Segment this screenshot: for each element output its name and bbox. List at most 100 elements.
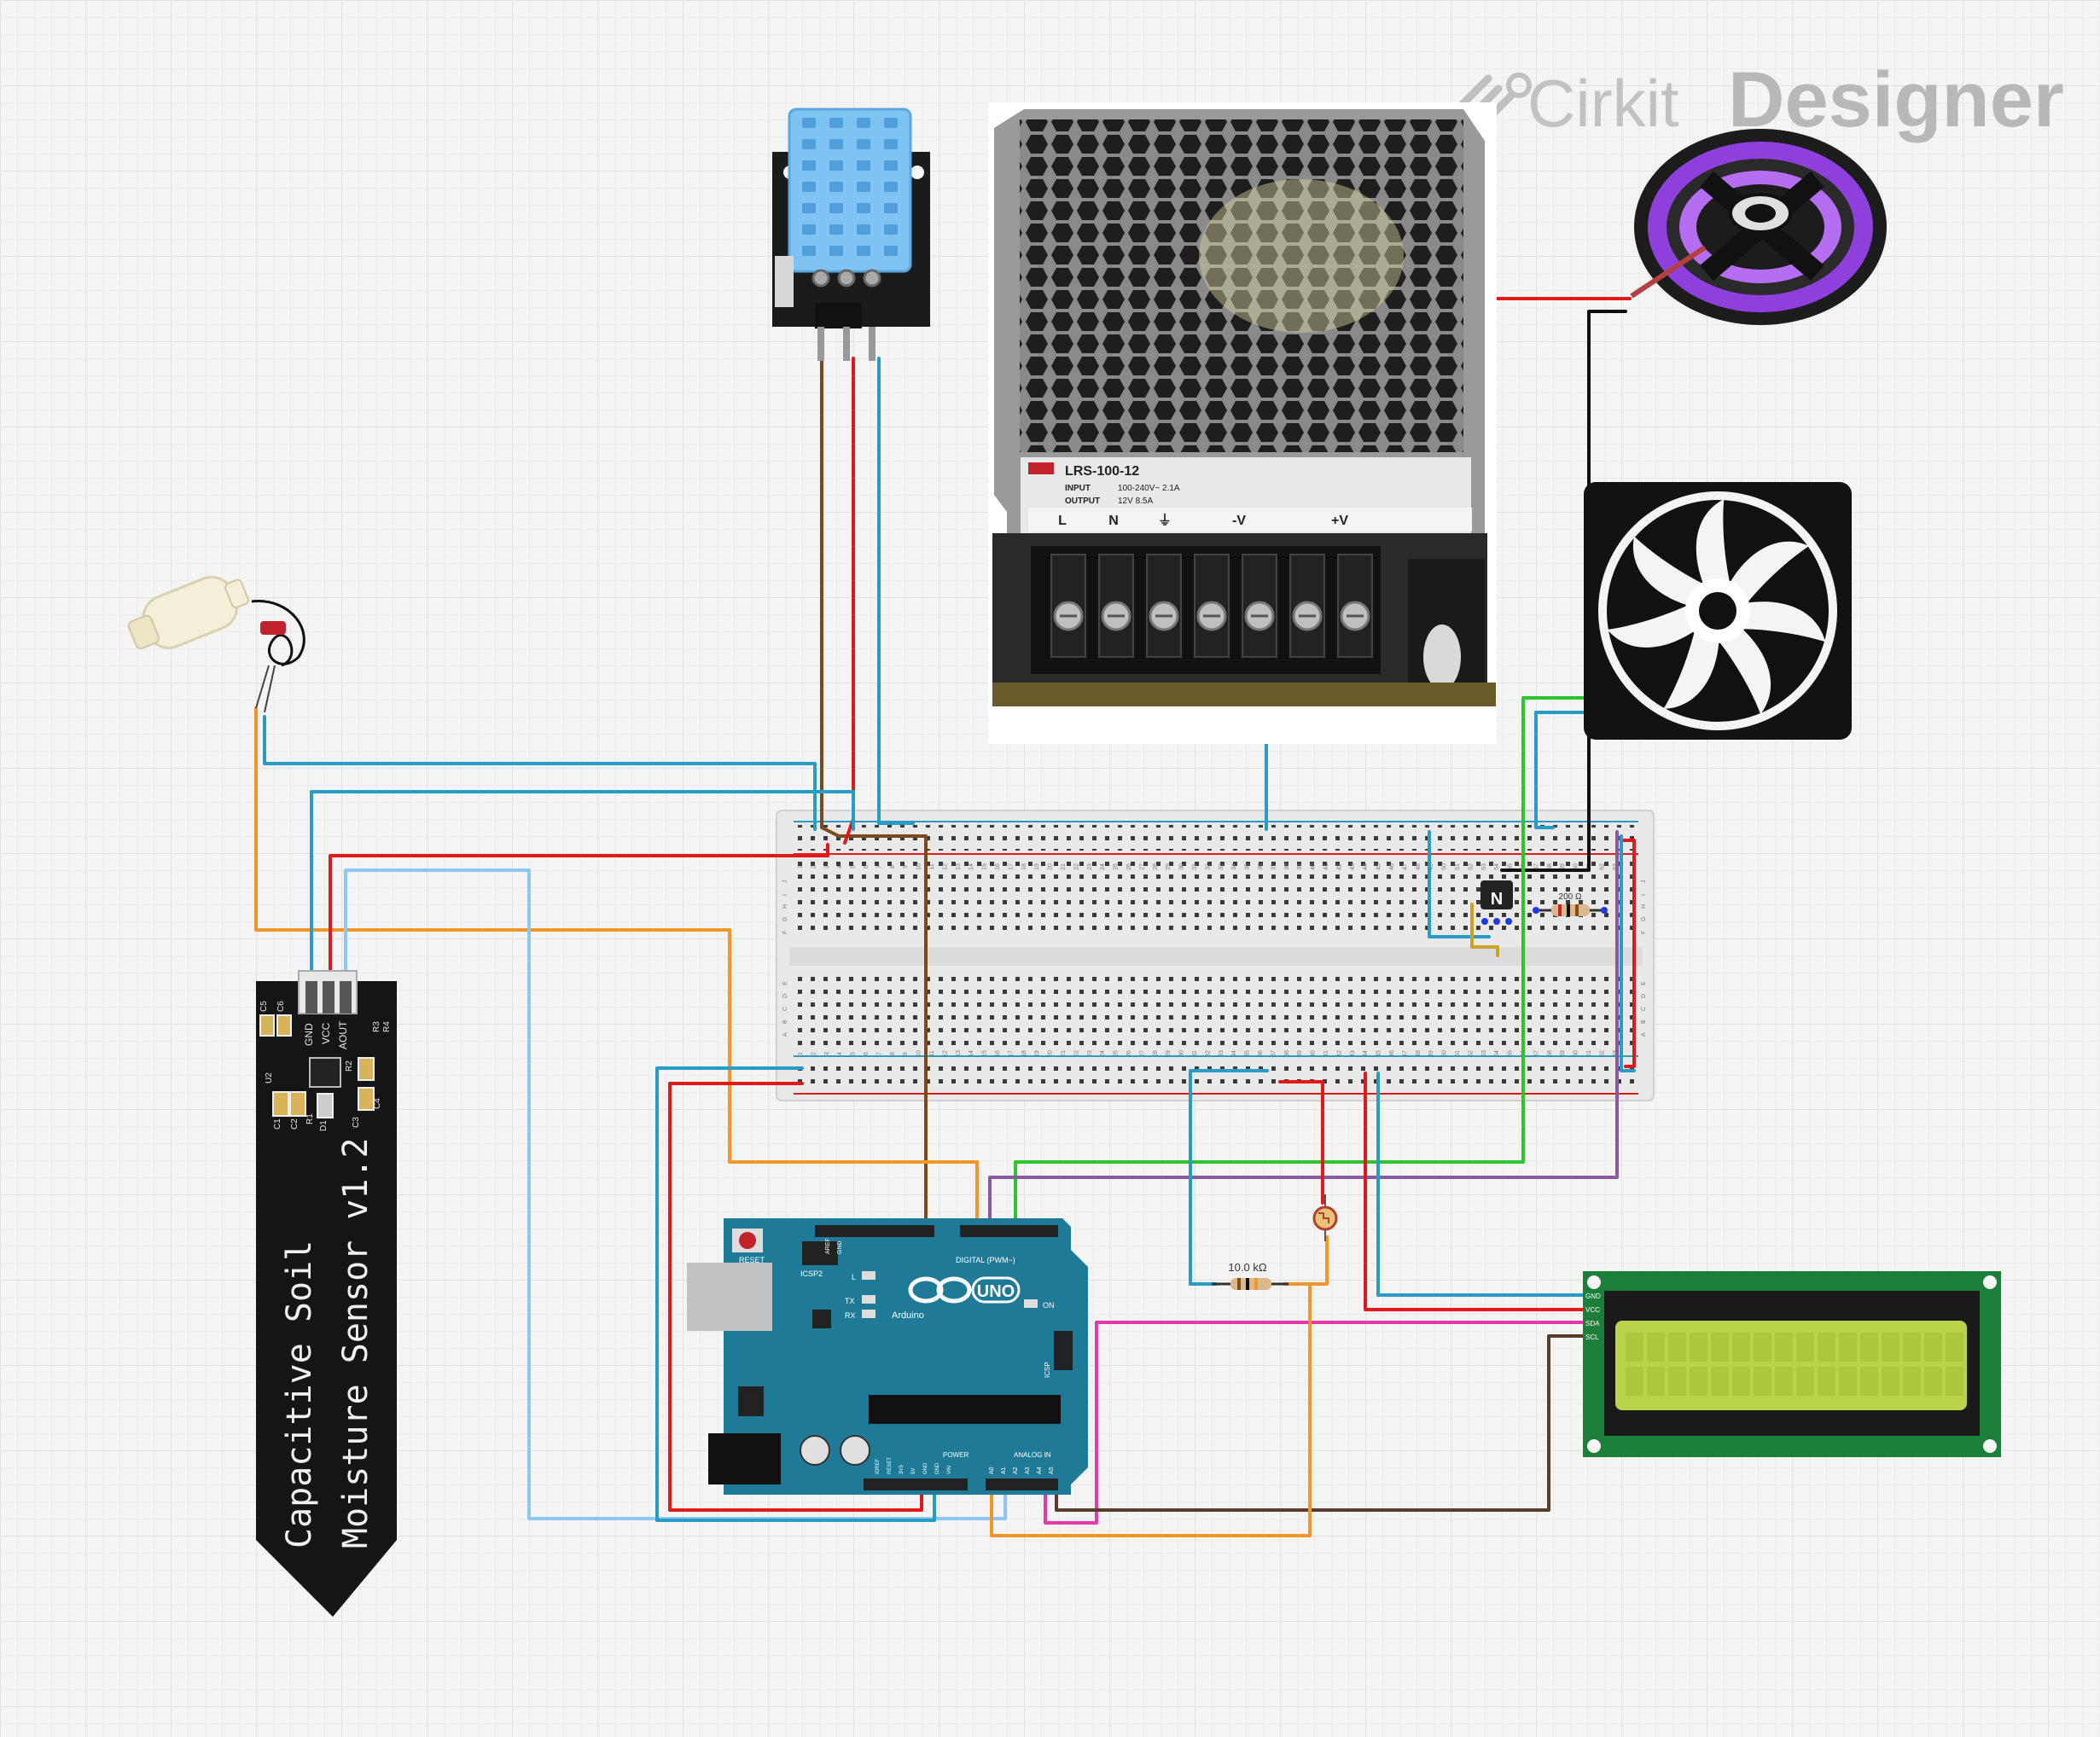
brand-name-light: Cirkit: [1527, 66, 1679, 141]
bb-col-num: 47: [1402, 1050, 1408, 1057]
arduino-uno[interactable]: RESET ICSP2 DIGITAL (PWM~) AREF GND UNO …: [687, 1218, 1088, 1495]
bb-row-letter: I: [782, 894, 788, 896]
bb-col-num: 4: [837, 865, 843, 868]
svg-text:⏚: ⏚: [1158, 513, 1172, 528]
dht11-sensor[interactable]: [772, 107, 930, 361]
bb-col-num: 29: [1166, 863, 1172, 870]
wire-lcd-scl[interactable]: [1055, 1334, 1589, 1512]
bb-col-num: 11: [929, 863, 935, 869]
bb-row-letter: I: [1641, 894, 1647, 896]
bb-col-num: 53: [1481, 863, 1487, 870]
bb-col-num: 10: [916, 1050, 922, 1057]
svg-text:VIN: VIN: [947, 1466, 952, 1474]
wire-transistor-base[interactable]: [1470, 903, 1499, 957]
arduino-power-label: POWER: [943, 1451, 969, 1459]
bb-col-num: 60: [1574, 1050, 1579, 1057]
wire-resistor-blue[interactable]: [1189, 1069, 1269, 1286]
power-supply[interactable]: LRS-100-12 INPUT 100-240V~ 2.1A OUTPUT 1…: [988, 102, 1497, 744]
bb-col-num: 43: [1350, 1050, 1356, 1057]
wire-purple[interactable]: [988, 830, 1619, 1230]
wire-pump-blue[interactable]: [263, 715, 817, 831]
wire-lcd-sda[interactable]: [1044, 1321, 1589, 1525]
bb-col-num: 21: [1061, 863, 1067, 870]
bb-row-letter: A: [1641, 1032, 1647, 1037]
bb-col-num: 17: [1008, 1050, 1014, 1057]
resistor-10k[interactable]: 10.0 kΩ: [1212, 1261, 1289, 1290]
wire-arduino-gnd[interactable]: [655, 1066, 936, 1522]
wire-pump-orange[interactable]: [254, 706, 979, 1230]
bb-col-num: 51: [1455, 1050, 1461, 1057]
bb-col-num: 28: [1153, 863, 1159, 870]
arduino-brand: Arduino: [892, 1310, 924, 1321]
bb-col-num: 31: [1192, 863, 1198, 870]
wire-soil-vcc[interactable]: [329, 843, 829, 991]
uv-led-strip[interactable]: [1630, 129, 1887, 325]
arduino-analog-pin-labels: A0 A1 A2 A3 A4 A5: [989, 1467, 1055, 1474]
bb-col-num: 59: [1560, 863, 1566, 870]
wire-lcd-gnd[interactable]: [1376, 1072, 1589, 1297]
svg-text:A5: A5: [1049, 1467, 1055, 1474]
bb-row-letter: D: [1641, 994, 1647, 998]
bb-col-num: 50: [1442, 863, 1448, 870]
bb-col-num: 29: [1166, 1050, 1172, 1057]
wire-soil-aout[interactable]: [344, 868, 1007, 1520]
soil-moisture-sensor[interactable]: GND VCC AOUT C5 C6 U2 R1 C1 C2 C3 R2 R3 …: [256, 970, 397, 1617]
wire-ldr-red[interactable]: [1278, 1080, 1324, 1205]
wire-lcd-vcc[interactable]: [1364, 1072, 1589, 1311]
svg-text:-V: -V: [1232, 514, 1246, 528]
bb-col-num: 51: [1455, 863, 1461, 870]
bb-row-letter: B: [782, 1020, 788, 1024]
arduino-gnd-label: GND: [837, 1240, 843, 1254]
wire-dht-data[interactable]: [820, 357, 928, 1234]
bb-col-num: 39: [1297, 863, 1303, 870]
bb-col-num: 55: [1508, 863, 1514, 870]
wire-soil-gnd[interactable]: [310, 790, 855, 991]
npn-transistor[interactable]: N: [1480, 880, 1513, 925]
photoresistor[interactable]: [1312, 1194, 1338, 1241]
svg-text:R2: R2: [345, 1060, 354, 1072]
bb-col-num: 38: [1284, 863, 1290, 870]
bb-col-num: 13: [956, 863, 962, 870]
bb-col-num: 36: [1258, 863, 1264, 870]
svg-text:VCC: VCC: [1585, 1306, 1600, 1314]
dht11-vent-grid: [802, 118, 898, 256]
bb-col-num: 8: [890, 1052, 896, 1055]
cooling-fan[interactable]: [1584, 482, 1852, 740]
bb-col-num: 15: [982, 1050, 988, 1057]
bb-col-num: 45: [1376, 1050, 1382, 1057]
bb-col-num: 6: [864, 1052, 870, 1055]
bb-col-num: 46: [1389, 863, 1395, 870]
wire-fan-green[interactable]: [1014, 696, 1585, 1230]
wire-fan-blue[interactable]: [1534, 711, 1585, 829]
bb-row-letter: C: [782, 1007, 788, 1011]
bb-row-letter: D: [782, 994, 788, 998]
bb-col-num: 59: [1560, 1050, 1566, 1057]
lcd-16x2-display[interactable]: GND VCC SDA SCL: [1583, 1271, 2001, 1457]
water-pump[interactable]: [122, 566, 305, 713]
arduino-logo: UNO Arduino: [892, 1276, 1021, 1321]
bb-col-num: 20: [1048, 863, 1054, 870]
bb-col-num: 55: [1508, 1050, 1514, 1057]
bb-col-num: 28: [1153, 1050, 1159, 1057]
bb-col-num: 16: [995, 863, 1001, 870]
wire-transistor-gnd[interactable]: [1428, 830, 1491, 938]
bb-col-num: 30: [1179, 1050, 1185, 1057]
resistor-200-ohm[interactable]: 200 Ω: [1533, 892, 1608, 916]
bb-col-num: 35: [1245, 1050, 1251, 1057]
svg-text:A3: A3: [1025, 1467, 1031, 1474]
wire-dht-gnd[interactable]: [877, 357, 915, 825]
bb-col-num: 37: [1271, 863, 1277, 870]
wire-right-blue[interactable]: [1620, 834, 1636, 1072]
psu-terminal-labels: L N ⏚ -V +V: [1058, 513, 1348, 528]
bb-col-num: 30: [1179, 863, 1185, 870]
psu-model: LRS-100-12: [1065, 464, 1139, 479]
bb-col-num: 1: [798, 865, 804, 868]
bb-col-num: 14: [969, 1050, 974, 1057]
svg-text:RESET: RESET: [887, 1457, 893, 1474]
wire-ldr-orange[interactable]: [990, 1235, 1329, 1537]
wire-arduino-5v[interactable]: [668, 1082, 923, 1512]
wire-right-red[interactable]: [1620, 839, 1636, 1068]
svg-text:R3: R3: [372, 1021, 381, 1032]
svg-text:SDA: SDA: [1585, 1320, 1600, 1327]
